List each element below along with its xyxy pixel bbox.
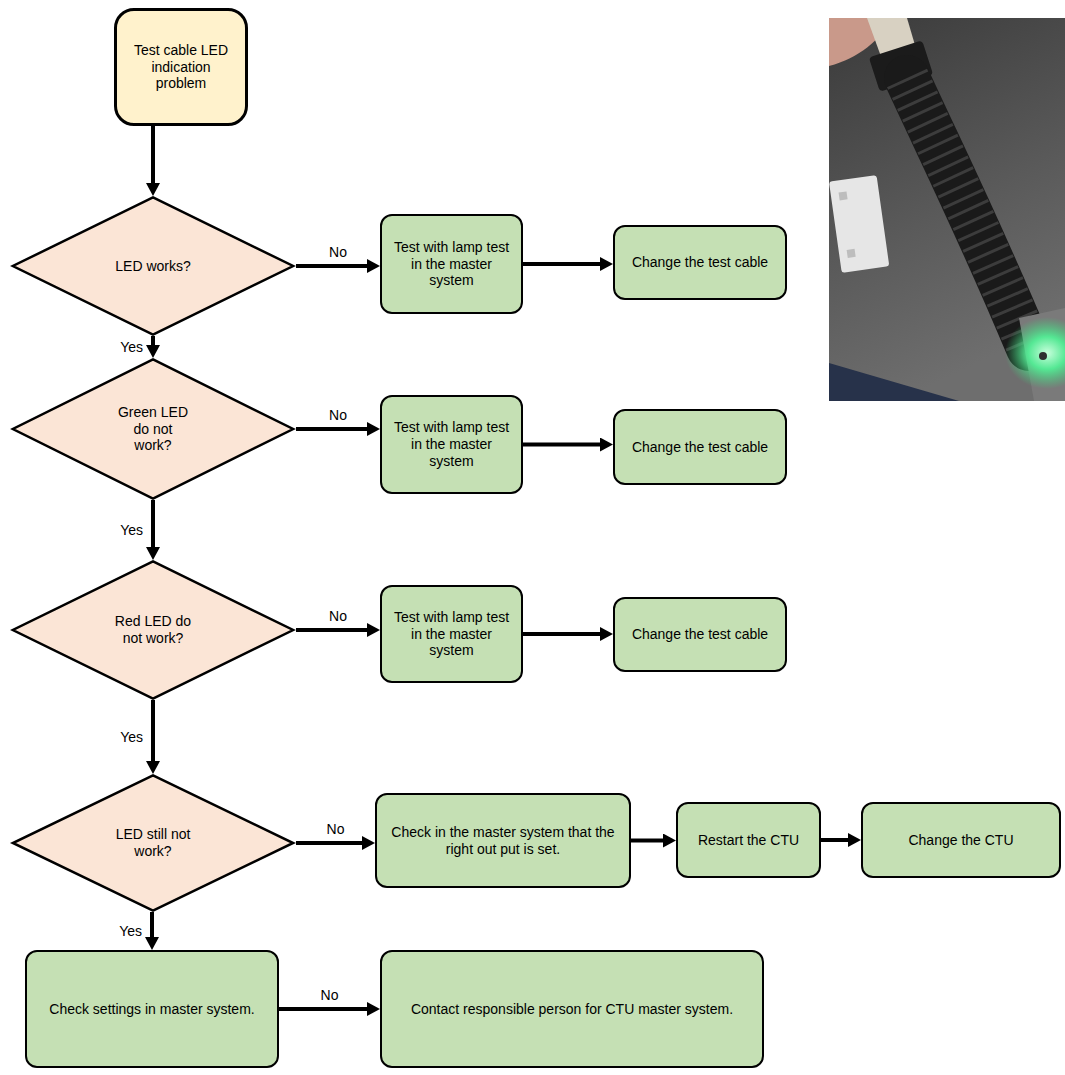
process-box: Change the test cable	[613, 409, 787, 485]
node-text: Change the test cable	[632, 254, 768, 271]
flow-arrow	[151, 126, 155, 183]
process-box: Check in the master system that the righ…	[375, 793, 631, 888]
flow-arrow	[151, 500, 155, 547]
node-text: Change the test cable	[632, 626, 768, 643]
decision-diamond: LED works?	[10, 196, 296, 336]
node-text: Red LED do not work?	[113, 613, 193, 647]
node-text: Test with lamp test in the master system	[390, 239, 513, 289]
node-text: LED works?	[115, 258, 190, 275]
node-text: Test with lamp test in the master system	[390, 419, 513, 469]
node-text: Restart the CTU	[698, 832, 799, 849]
plate-body	[829, 175, 889, 273]
decision-diamond: LED still not work?	[10, 774, 296, 912]
node-text: Check in the master system that the righ…	[385, 824, 621, 858]
photo-screw	[1039, 352, 1047, 360]
plate-hole	[839, 191, 848, 200]
flow-arrow	[296, 427, 367, 431]
process-box: Test with lamp test in the master system	[380, 585, 523, 683]
node-text: Test cable LED indication problem	[125, 42, 237, 92]
diamond-shape	[13, 775, 293, 910]
diamond-shape	[13, 197, 293, 334]
photo-green-led-glow	[1005, 317, 1065, 389]
edge-label: Yes	[117, 923, 144, 940]
process-box: Contact responsible person for CTU maste…	[380, 950, 764, 1068]
flow-arrow	[523, 632, 600, 636]
decision-diamond: Red LED do not work?	[10, 560, 296, 700]
process-box: Restart the CTU	[676, 802, 821, 878]
edge-label: Yes	[118, 729, 145, 746]
cable-photo	[829, 18, 1065, 401]
flow-arrow	[523, 443, 600, 447]
node-text: Change the test cable	[632, 439, 768, 456]
node-text: LED still not work?	[113, 826, 193, 860]
process-box: Change the test cable	[613, 225, 787, 300]
edge-label: No	[327, 244, 349, 261]
process-box: Check settings in master system.	[25, 950, 279, 1068]
node-text: Green LED do not work?	[113, 404, 193, 454]
edge-label: Yes	[118, 522, 145, 539]
flow-arrow	[296, 264, 367, 268]
process-box: Test with lamp test in the master system	[380, 395, 523, 494]
flow-arrow	[523, 262, 600, 266]
decision-diamond: Green LED do not work?	[10, 358, 296, 500]
diamond-shape	[13, 359, 293, 498]
photo-cable-ridges	[907, 78, 1029, 348]
process-box: Change the test cable	[613, 597, 787, 672]
flow-arrow	[279, 1007, 367, 1011]
diamond-shape	[13, 561, 293, 698]
edge-label: No	[319, 987, 341, 1004]
start-box: Test cable LED indication problem	[114, 8, 248, 126]
photo-corrugated-cable	[907, 78, 1029, 348]
flow-arrow	[296, 841, 362, 845]
plate-hole	[847, 249, 856, 258]
edge-label: Yes	[118, 339, 145, 356]
flow-arrow	[150, 912, 154, 937]
process-box: Test with lamp test in the master system	[380, 214, 523, 314]
flow-arrow	[151, 700, 155, 761]
flow-arrow	[151, 336, 155, 345]
edge-label: No	[327, 608, 349, 625]
photo-blue-cloth	[829, 363, 959, 401]
flow-arrow	[631, 839, 663, 843]
node-text: Test with lamp test in the master system	[390, 609, 513, 659]
node-text: Change the CTU	[908, 832, 1013, 849]
photo-socket-plate	[829, 175, 889, 273]
process-box: Change the CTU	[861, 802, 1061, 878]
flow-arrow	[296, 628, 367, 632]
flow-arrow	[821, 838, 848, 842]
edge-label: No	[325, 821, 347, 838]
node-text: Check settings in master system.	[49, 1001, 254, 1018]
node-text: Contact responsible person for CTU maste…	[411, 1001, 733, 1018]
edge-label: No	[327, 407, 349, 424]
